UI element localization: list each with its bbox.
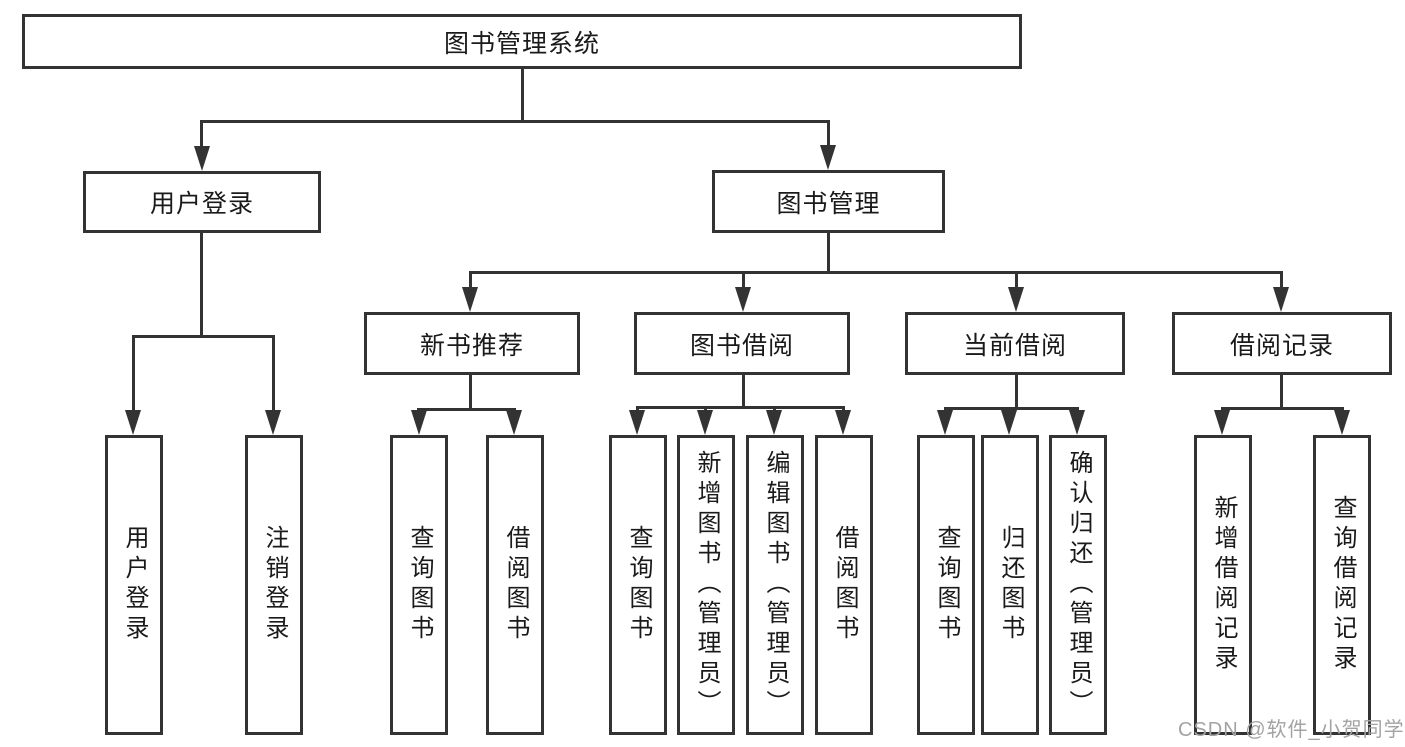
connector-line xyxy=(704,406,707,413)
connector-line xyxy=(469,271,472,289)
node-user-login: 用户登录 xyxy=(83,171,321,233)
node-leaf-add-borrow-record: 新增借阅记录 xyxy=(1194,435,1252,735)
arrow-down-icon xyxy=(1334,410,1350,435)
node-book-borrowing: 图书借阅 xyxy=(634,312,850,375)
arrow-down-icon xyxy=(1008,287,1024,312)
node-library-management-system: 图书管理系统 xyxy=(22,14,1022,69)
arrow-down-icon xyxy=(835,410,851,435)
node-label: 确认归还（管理员） xyxy=(1065,450,1092,720)
node-label: 注销登录 xyxy=(261,525,288,645)
node-borrowing-records: 借阅记录 xyxy=(1172,312,1392,375)
connector-line xyxy=(636,406,639,413)
connector-line xyxy=(469,375,472,410)
node-leaf-query-books: 查询图书 xyxy=(609,435,667,735)
node-label: 当前借阅 xyxy=(962,331,1067,360)
arrow-down-icon xyxy=(697,410,713,435)
node-leaf-edit-books-admin: 编辑图书（管理员） xyxy=(746,435,804,735)
connector-line xyxy=(200,120,203,148)
node-leaf-user-login: 用户登录 xyxy=(105,435,163,735)
node-label: 查询图书 xyxy=(933,525,960,645)
connector-line xyxy=(1280,375,1283,409)
arrow-down-icon xyxy=(735,287,751,312)
node-leaf-query-books: 查询图书 xyxy=(917,435,975,735)
node-label: 用户登录 xyxy=(121,525,148,645)
node-label: 借阅记录 xyxy=(1229,331,1334,360)
node-label: 借阅图书 xyxy=(502,525,529,645)
arrow-down-icon xyxy=(766,410,782,435)
node-book-management: 图书管理 xyxy=(712,170,945,233)
connector-line xyxy=(1221,407,1344,410)
connector-line xyxy=(469,271,1283,274)
node-label: 新增借阅记录 xyxy=(1210,495,1237,675)
connector-line xyxy=(1015,375,1018,409)
node-label: 图书借阅 xyxy=(689,331,794,360)
arrow-down-icon xyxy=(1214,410,1230,435)
node-leaf-confirm-return-admin: 确认归还（管理员） xyxy=(1049,435,1107,735)
connector-line xyxy=(842,406,845,413)
node-leaf-query-books: 查询图书 xyxy=(390,435,448,735)
connector-line xyxy=(132,335,135,412)
node-leaf-return-books: 归还图书 xyxy=(981,435,1039,735)
connector-line xyxy=(1015,271,1018,289)
arrow-down-icon xyxy=(125,410,141,435)
arrow-down-icon xyxy=(194,146,210,171)
connector-line xyxy=(944,407,1079,410)
connector-line xyxy=(742,271,745,289)
node-label: 新增图书（管理员） xyxy=(693,450,720,720)
connector-line xyxy=(636,406,845,409)
csdn-watermark: CSDN @软件_小贺同学 xyxy=(1178,719,1405,741)
connector-line xyxy=(773,406,776,413)
connector-line xyxy=(200,233,203,337)
arrow-down-icon xyxy=(411,410,427,435)
node-label: 新书推荐 xyxy=(419,331,524,360)
arrow-down-icon xyxy=(506,410,522,435)
arrow-down-icon xyxy=(1069,410,1085,435)
node-leaf-borrow-books: 借阅图书 xyxy=(486,435,544,735)
node-leaf-query-borrow-record: 查询借阅记录 xyxy=(1313,435,1371,735)
node-label: 图书管理系统 xyxy=(443,29,600,58)
node-label: 查询借阅记录 xyxy=(1329,495,1356,675)
connector-line xyxy=(132,335,275,338)
node-new-book-recommend: 新书推荐 xyxy=(364,312,580,375)
connector-line xyxy=(827,120,830,147)
node-label: 编辑图书（管理员） xyxy=(762,450,789,720)
node-label: 查询图书 xyxy=(625,525,652,645)
connector-line xyxy=(1280,271,1283,289)
node-label: 借阅图书 xyxy=(831,525,858,645)
arrow-down-icon xyxy=(629,410,645,435)
connector-line xyxy=(827,233,830,273)
node-label: 归还图书 xyxy=(997,525,1024,645)
connector-line xyxy=(200,120,830,123)
node-label: 图书管理 xyxy=(776,189,881,218)
node-label: 用户登录 xyxy=(149,190,254,218)
node-leaf-logout: 注销登录 xyxy=(245,435,303,735)
connector-line xyxy=(417,408,516,411)
node-current-borrowing: 当前借阅 xyxy=(905,312,1125,375)
arrow-down-icon xyxy=(1273,287,1289,312)
arrow-down-icon xyxy=(1001,410,1017,435)
node-label: 查询图书 xyxy=(406,525,433,645)
node-leaf-borrow-books: 借阅图书 xyxy=(815,435,873,735)
arrow-down-icon xyxy=(820,145,836,170)
connector-line xyxy=(521,68,524,122)
connector-line xyxy=(272,335,275,412)
arrow-down-icon xyxy=(937,410,953,435)
arrow-down-icon xyxy=(265,410,281,435)
arrow-down-icon xyxy=(462,287,478,312)
connector-line xyxy=(742,375,745,408)
node-leaf-add-books-admin: 新增图书（管理员） xyxy=(677,435,735,735)
